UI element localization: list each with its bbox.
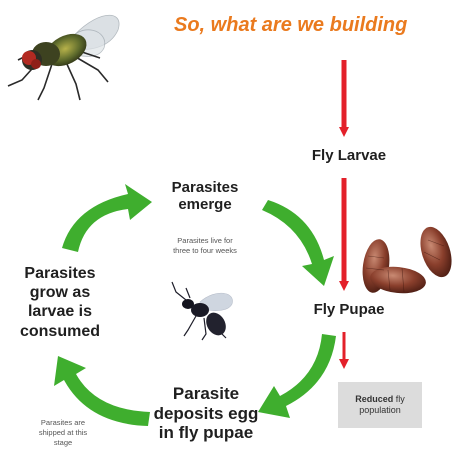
note-line: three to four weeks [152,246,258,256]
node-fly-pupae: Fly Pupae [294,302,404,319]
node-parasites-grow: Parasites grow as larvae is consumed [4,264,116,341]
note-line: Parasites live for [152,236,258,246]
wasp-leg [202,318,206,340]
parasitic-wasp-image [172,282,233,340]
fly-eye [31,59,41,69]
note-parasites-shipped: Parasites are shipped at this stage [22,418,104,459]
fly-leg [74,56,108,82]
node-line: Parasite [142,384,270,404]
node-line: in fly pupae [142,423,270,443]
node-line: deposits egg [142,404,270,424]
reduced-label-line2: population [359,405,401,415]
reduced-bold-label: Reduced [355,394,393,404]
cycle-arrow-grow-to-emerge [62,184,152,252]
node-line: grow as [4,283,116,302]
node-line: consumed [4,322,116,341]
note-line: Parasites are [22,418,104,428]
cycle-arrow-emerge-to-pupae [262,200,334,286]
reduced-population-box: Reduced fly population [338,382,422,428]
node-parasite-deposits: Parasite deposits egg in fly pupae [142,384,270,443]
fly-leg [38,64,52,100]
note-parasites-live: Parasites live for three to four weeks [152,236,258,256]
reduced-label-rest: fly [393,394,405,404]
note-line: shipped at this [22,428,104,438]
wasp-thorax [191,303,209,317]
wasp-antenna [172,282,186,300]
node-line: Parasites [146,180,264,197]
node-line: emerge [146,197,264,214]
wasp-antenna [186,288,190,298]
note-line: stage [22,438,104,448]
node-line: Parasites [4,264,116,283]
wasp-leg [184,316,196,336]
node-fly-larvae: Fly Larvae [294,148,404,165]
fly-pupae-image [359,223,457,296]
pupa [415,223,458,281]
house-fly-image [8,15,119,100]
fly-leg [66,62,80,100]
node-line: larvae is [4,302,116,321]
node-parasites-emerge: Parasites emerge [146,180,264,214]
cycle-arrow-deposits-to-grow [54,356,150,426]
